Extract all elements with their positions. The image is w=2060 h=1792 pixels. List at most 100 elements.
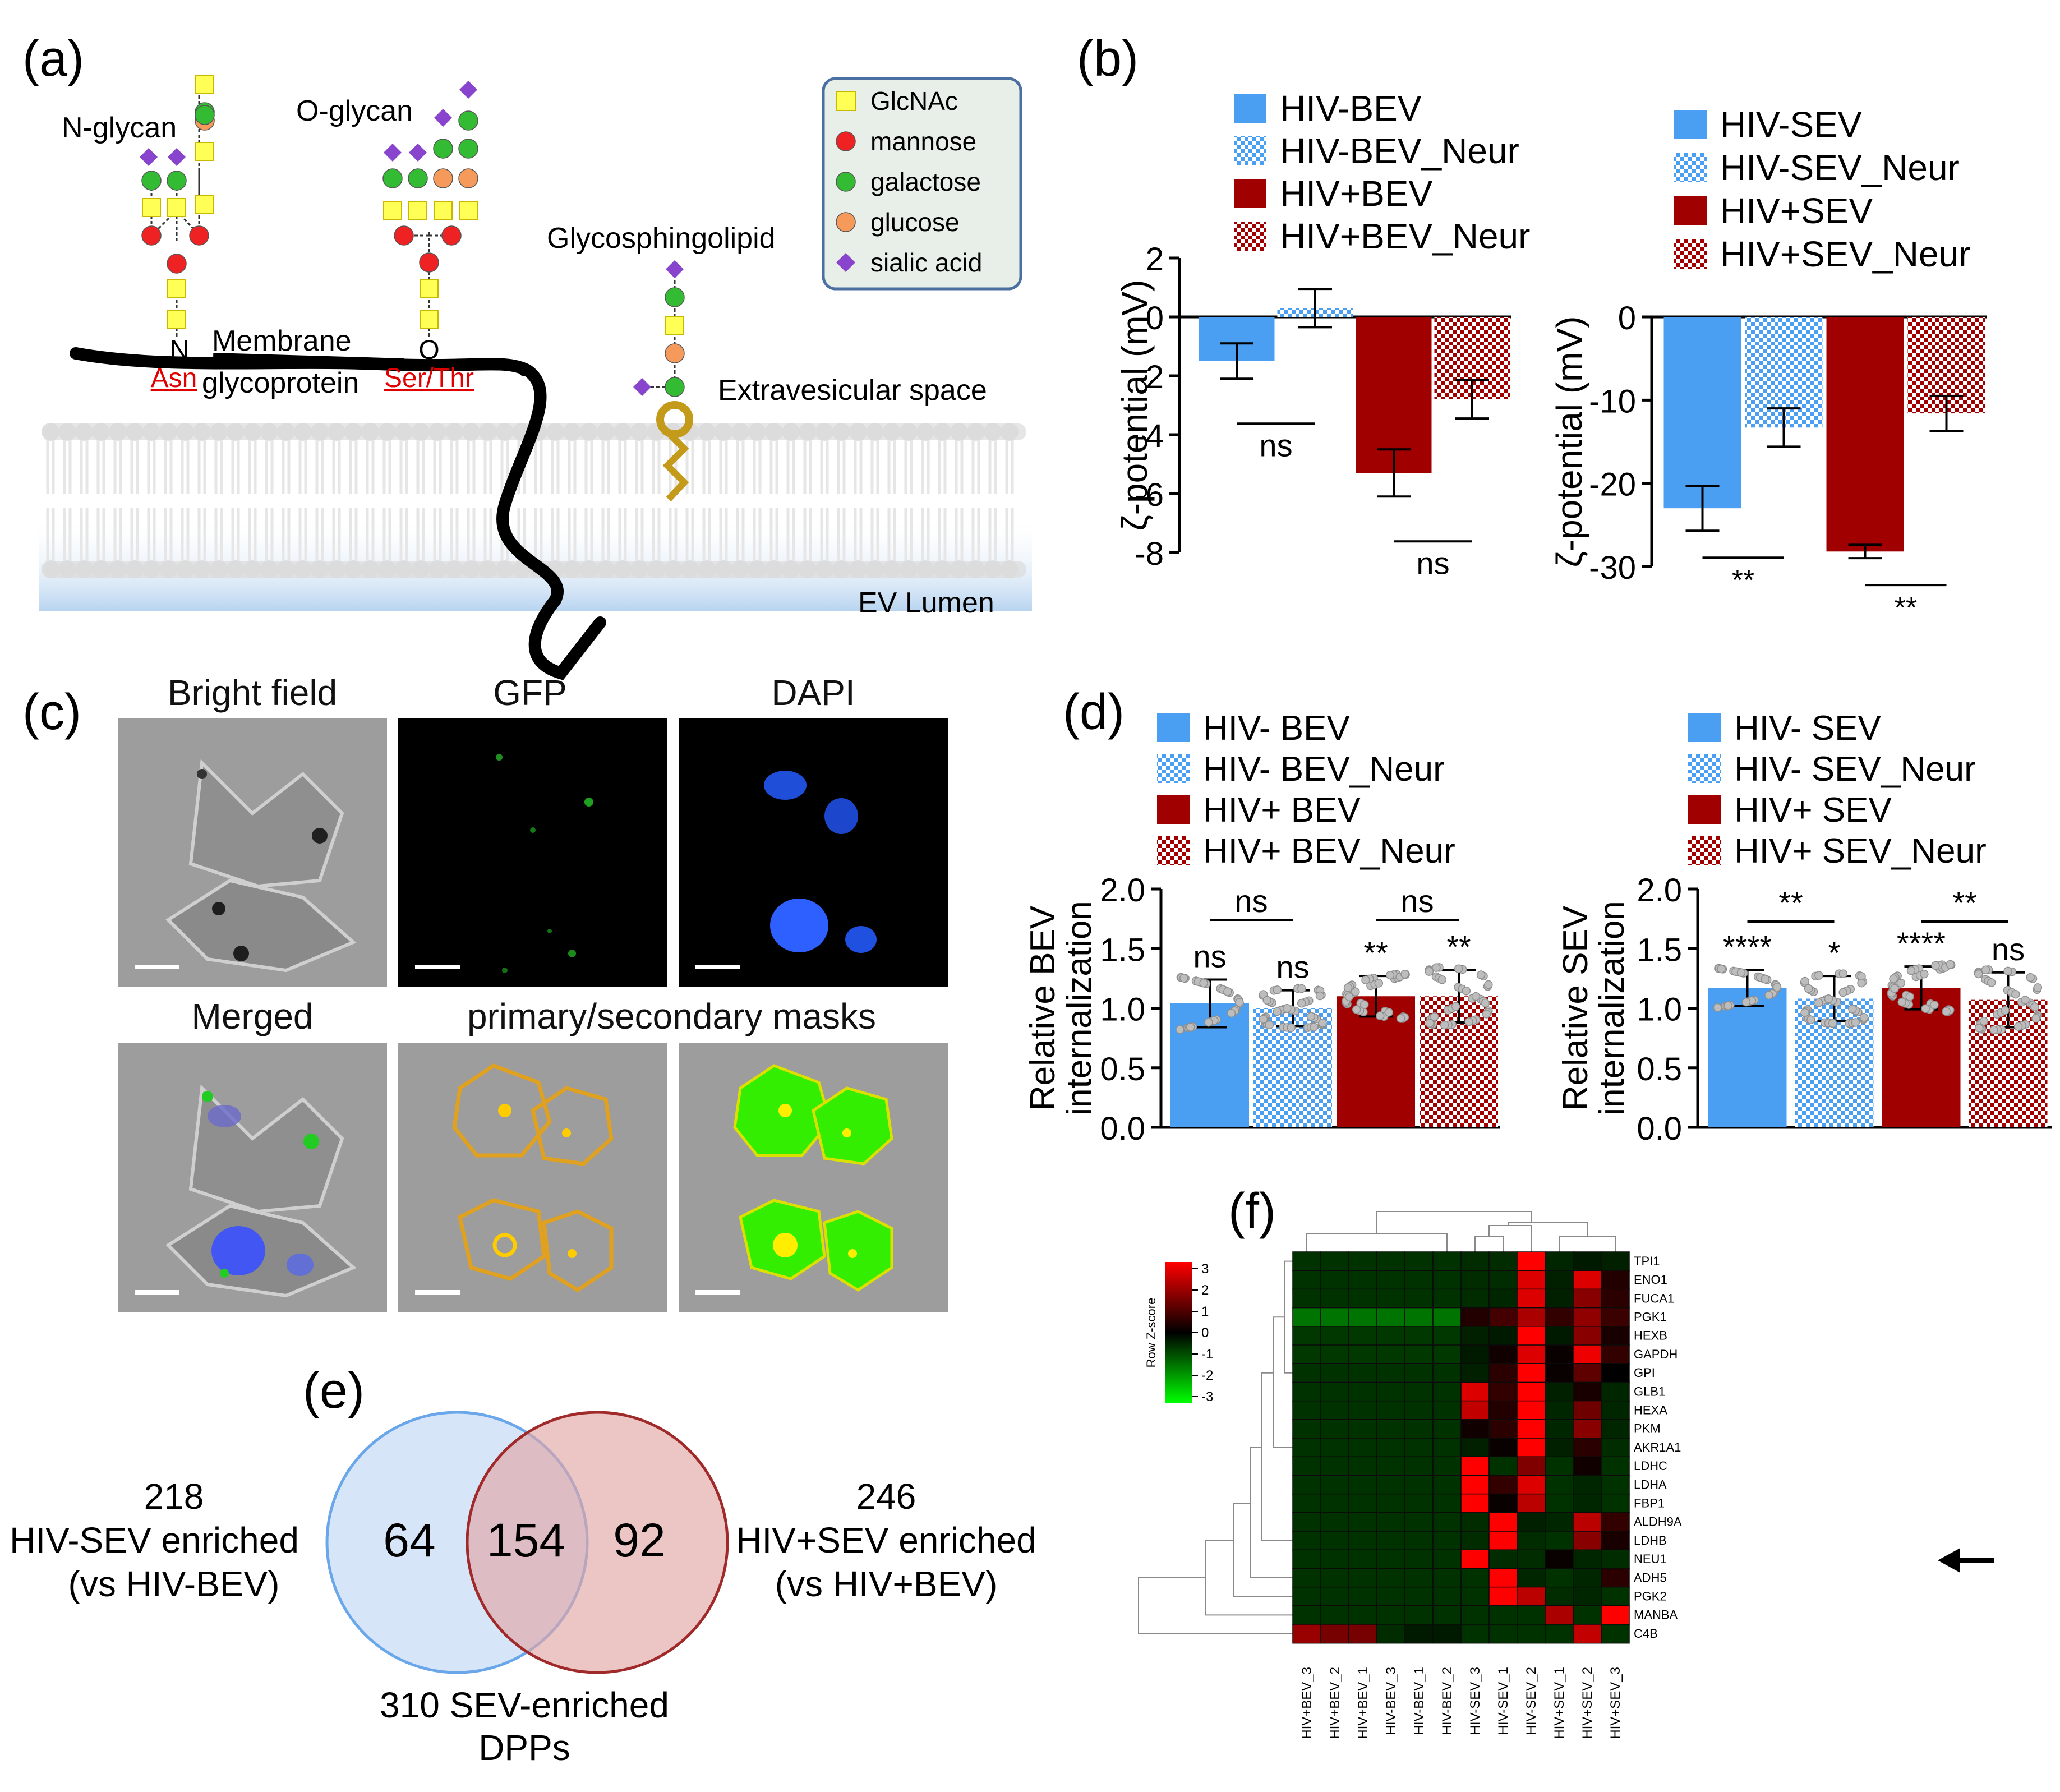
dendrogram-branch bbox=[1261, 1372, 1293, 1541]
micro-gfp bbox=[398, 718, 667, 987]
y-axis-label: ζ-potential (mV) bbox=[1549, 316, 1589, 568]
heatmap-cell-LDHC-HIV-BEV_1 bbox=[1404, 1456, 1434, 1476]
heatmap-cell-PGK1-HIV+BEV_3 bbox=[1292, 1307, 1321, 1328]
heatmap-cell-TPI1-HIV+SEV_1 bbox=[1545, 1251, 1574, 1272]
data-point bbox=[1359, 1000, 1369, 1009]
column-label-HIV+BEV_1: HIV+BEV_1 bbox=[1356, 1667, 1371, 1739]
n-glycan-label: N-glycan bbox=[62, 112, 177, 144]
heatmap-cell-LDHB-HIV-SEV_2 bbox=[1517, 1531, 1546, 1551]
heatmap-cell-PGK1-HIV-SEV_2 bbox=[1517, 1307, 1546, 1328]
galactose-circle bbox=[167, 171, 187, 191]
heatmap-cell-LDHC-HIV-SEV_2 bbox=[1517, 1456, 1546, 1476]
data-point bbox=[1186, 1022, 1195, 1032]
heatmap-cell-ADH5-HIV+SEV_1 bbox=[1545, 1568, 1574, 1588]
row-label-ENO1: ENO1 bbox=[1634, 1273, 1667, 1287]
significance-label: ** bbox=[1895, 592, 1917, 624]
o-atom-label: O bbox=[418, 335, 439, 365]
colorbar-tick-label: 0 bbox=[1201, 1325, 1209, 1340]
heatmap-cell-LDHA-HIV+BEV_3 bbox=[1292, 1475, 1321, 1495]
heatmap-cell-AKR1A1-HIV-BEV_3 bbox=[1376, 1438, 1405, 1458]
legend-label: glucose bbox=[870, 208, 960, 237]
data-point bbox=[1385, 970, 1395, 980]
bar-HIV+SEV bbox=[1826, 317, 1904, 552]
micro-title-bright-field: Bright field bbox=[167, 672, 338, 713]
data-point bbox=[1800, 1008, 1809, 1017]
heatmap-cell-NEU1-HIV+BEV_1 bbox=[1348, 1549, 1377, 1569]
galactose-circle bbox=[665, 287, 685, 307]
data-point bbox=[1890, 984, 1899, 993]
data-point bbox=[1481, 998, 1490, 1008]
heatmap-cell-PGK2-HIV+BEV_1 bbox=[1348, 1586, 1377, 1607]
row-label-LDHA: LDHA bbox=[1634, 1477, 1667, 1491]
bar-HIV+BEV bbox=[1356, 317, 1432, 473]
ceramide-head bbox=[656, 401, 693, 438]
data-point bbox=[1906, 966, 1916, 975]
heatmap-cell-ENO1-HIV-BEV_3 bbox=[1376, 1270, 1405, 1290]
data-point bbox=[1374, 979, 1384, 988]
y-tick-label: -8 bbox=[1135, 536, 1164, 572]
dendrogram-branch bbox=[1376, 1211, 1532, 1234]
heatmap-cell-MANBA-HIV+BEV_2 bbox=[1320, 1605, 1349, 1625]
heatmap-cell-LDHA-HIV+SEV_1 bbox=[1545, 1475, 1574, 1495]
heatmap-cell-LDHA-HIV-SEV_2 bbox=[1517, 1475, 1546, 1495]
legend-label: HIV-SEV bbox=[1720, 104, 1862, 145]
data-point bbox=[1454, 964, 1463, 973]
row-label-GPI: GPI bbox=[1634, 1366, 1655, 1380]
y-tick-label: -6 bbox=[1135, 477, 1164, 513]
heatmap-cell-MANBA-HIV+SEV_2 bbox=[1573, 1605, 1602, 1625]
heatmap-cell-ALDH9A-HIV+SEV_2 bbox=[1573, 1512, 1602, 1532]
heatmap-cell-HEXA-HIV-SEV_1 bbox=[1488, 1400, 1518, 1421]
data-point bbox=[1425, 1019, 1434, 1028]
heatmap-cell-MANBA-HIV-SEV_2 bbox=[1517, 1605, 1546, 1625]
colorbar-tick-label: 3 bbox=[1201, 1261, 1209, 1277]
heatmap-cell-HEXA-HIV+BEV_3 bbox=[1292, 1400, 1321, 1421]
bar-significance-label: ** bbox=[1363, 935, 1388, 970]
venn-right-count: 92 bbox=[613, 1514, 665, 1567]
heatmap-cell-HEXA-HIV-SEV_3 bbox=[1460, 1400, 1490, 1421]
heatmap-cell-ENO1-HIV-BEV_1 bbox=[1404, 1270, 1434, 1290]
row-dendrogram bbox=[1138, 1260, 1293, 1634]
heatmap-cell-MANBA-HIV+BEV_1 bbox=[1348, 1605, 1377, 1625]
data-point bbox=[1471, 992, 1481, 1001]
data-point bbox=[1432, 963, 1441, 972]
heatmap-cell-GPI-HIV+BEV_1 bbox=[1348, 1363, 1377, 1383]
y-tick-label: -4 bbox=[1135, 418, 1164, 454]
heatmap-cell-C4B-HIV+BEV_2 bbox=[1320, 1624, 1349, 1644]
panel-f-heatmap: TPI1ENO1FUCA1PGK1HEXBGAPDHGPIGLB1HEXAPKM… bbox=[1138, 1211, 1994, 1739]
heatmap-cell-TPI1-HIV+SEV_3 bbox=[1601, 1251, 1630, 1272]
galactose-circle bbox=[458, 110, 478, 131]
heatmap-cell-LDHB-HIV-BEV_3 bbox=[1376, 1531, 1405, 1551]
glcnac-square bbox=[459, 201, 478, 220]
legend-swatch bbox=[1234, 136, 1266, 165]
heatmap-cell-PGK2-HIV-SEV_2 bbox=[1517, 1586, 1546, 1607]
legend-label: HIV-BEV_Neur bbox=[1280, 131, 1519, 171]
data-point bbox=[2033, 983, 2043, 992]
heatmap-cell-HEXB-HIV-BEV_2 bbox=[1432, 1326, 1462, 1346]
legend-swatch bbox=[1688, 795, 1721, 824]
heatmap-cell-PGK1-HIV+SEV_1 bbox=[1545, 1307, 1574, 1328]
data-point bbox=[1946, 960, 1955, 969]
heatmap-cell-AKR1A1-HIV-SEV_1 bbox=[1488, 1438, 1518, 1458]
legend-swatch bbox=[1674, 196, 1707, 225]
venn-right-sub: (vs HIV+BEV) bbox=[775, 1564, 998, 1604]
legend-label: HIV+ BEV_Neur bbox=[1203, 832, 1455, 870]
heatmap-cells bbox=[1292, 1251, 1630, 1644]
heatmap-cell-MANBA-HIV+SEV_3 bbox=[1601, 1605, 1630, 1625]
chart-b-zeta-bev: HIV-BEVHIV-BEV_NeurHIV+BEVHIV+BEV_Neur20… bbox=[1114, 88, 1530, 581]
sialic-acid-diamond bbox=[409, 144, 427, 162]
data-point bbox=[1851, 1018, 1860, 1027]
mannose-circle bbox=[189, 225, 209, 246]
heatmap-cell-ADH5-HIV+BEV_1 bbox=[1348, 1568, 1377, 1588]
heatmap-cell-PGK1-HIV+SEV_2 bbox=[1573, 1307, 1602, 1328]
data-point bbox=[1259, 1015, 1268, 1024]
heatmap-cell-PGK1-HIV+SEV_3 bbox=[1601, 1307, 1630, 1328]
legend-swatch bbox=[1157, 713, 1190, 742]
sialic-acid-diamond bbox=[140, 148, 158, 166]
legend-label: HIV-BEV bbox=[1280, 88, 1422, 128]
o-glycan-structure bbox=[382, 81, 478, 337]
data-point bbox=[1464, 1017, 1473, 1026]
y-tick-label: 1.5 bbox=[1637, 932, 1682, 968]
glycan-legend-box bbox=[822, 77, 1022, 291]
legend-glcnac-square-icon bbox=[836, 91, 856, 111]
